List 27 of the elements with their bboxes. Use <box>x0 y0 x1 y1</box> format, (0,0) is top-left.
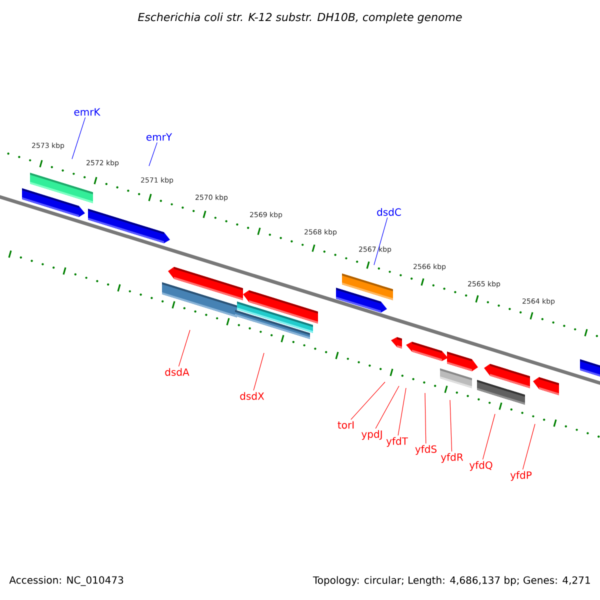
leader-line <box>398 388 406 436</box>
leader-line <box>72 117 86 160</box>
gene-label: yfdP <box>510 471 532 481</box>
accession-text: Accession: NC_010473 <box>9 576 124 586</box>
leader-line <box>148 142 158 166</box>
leader-line <box>375 386 400 429</box>
gene-label: dsdA <box>165 368 190 376</box>
gene-label: dsdC <box>377 208 401 216</box>
title: Escherichia coli str. K-12 substr. DH10B, complete genome <box>138 12 462 24</box>
gene-label: emrK <box>74 108 100 116</box>
leader-line <box>253 352 264 391</box>
gene-label: torI <box>338 421 354 429</box>
gene-label: yfdT <box>386 437 408 447</box>
leader-line <box>374 217 388 266</box>
gene-label: yfdR <box>440 453 464 463</box>
gene-label: yfdQ <box>469 461 492 471</box>
genome-info-text: Topology: circular; Length: 4,686,137 bp; Genes: 4,271 <box>312 576 590 586</box>
gene-label: emrY <box>146 133 172 141</box>
leader-line <box>424 392 426 444</box>
gene-label: dsdX <box>240 392 264 400</box>
gene-label: ypdJ <box>362 430 382 440</box>
leader-line <box>450 400 452 452</box>
leader-line <box>178 330 190 367</box>
leader-line <box>350 382 386 420</box>
gene-label: yfdS <box>415 445 437 455</box>
leader-line <box>522 424 536 470</box>
leader-line <box>482 414 496 460</box>
